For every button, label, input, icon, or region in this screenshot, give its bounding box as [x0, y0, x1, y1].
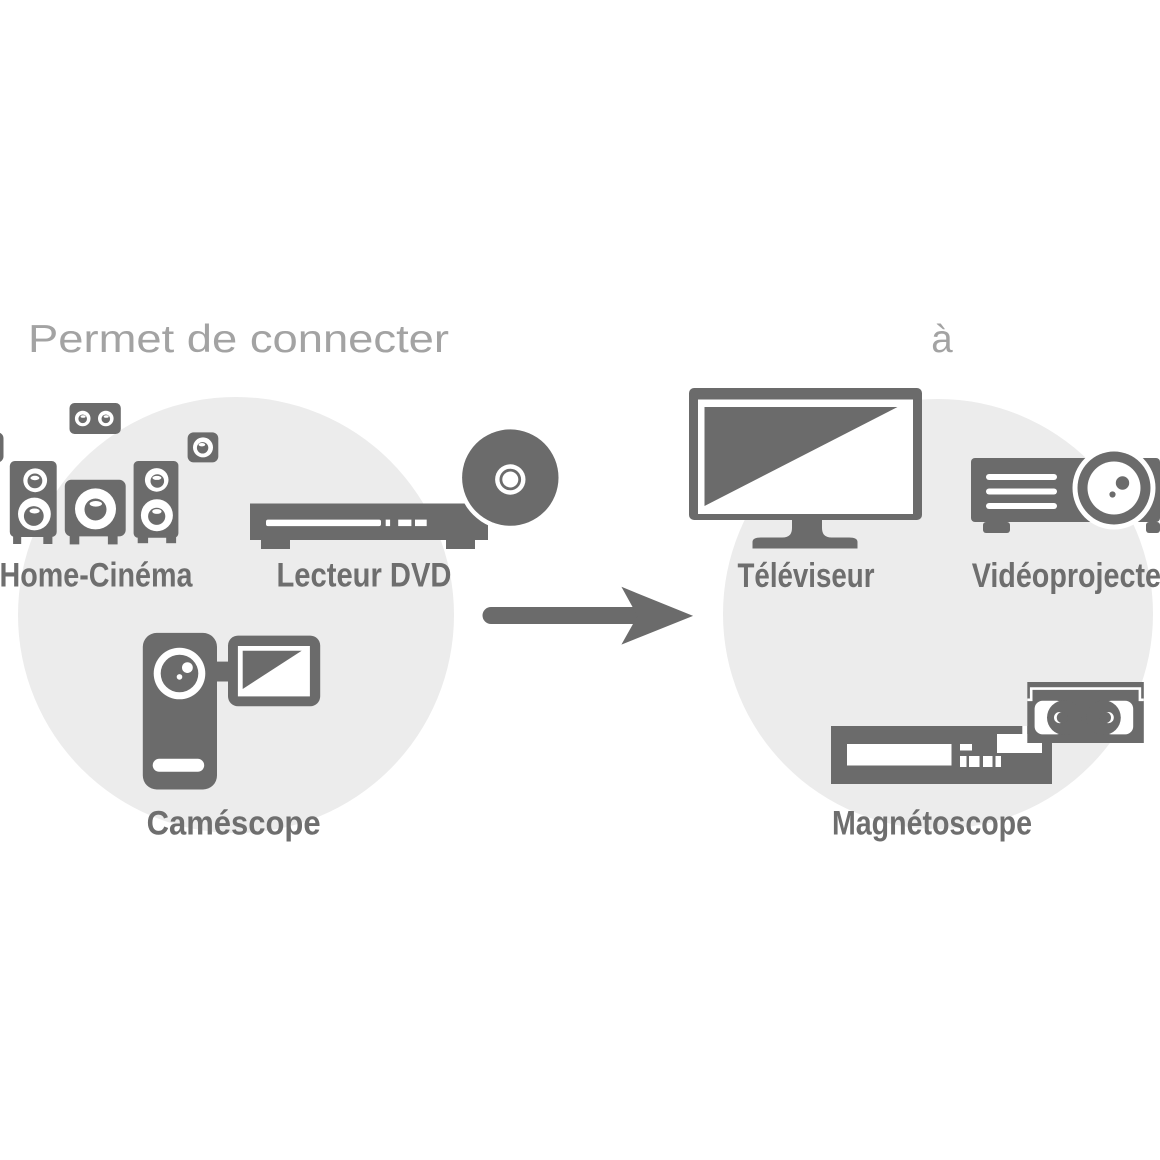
svg-text:Vidéoprojecteur: Vidéoprojecteur — [972, 557, 1160, 595]
svg-text:Home-Cinéma: Home-Cinéma — [0, 557, 193, 595]
svg-text:Lecteur DVD: Lecteur DVD — [277, 557, 452, 595]
svg-text:Permet de connecter: Permet de connecter — [28, 318, 449, 361]
svg-text:Caméscope: Caméscope — [147, 805, 321, 843]
svg-text:Téléviseur: Téléviseur — [738, 557, 875, 595]
svg-text:Magnétoscope: Magnétoscope — [832, 805, 1032, 843]
svg-text:à: à — [931, 318, 953, 361]
